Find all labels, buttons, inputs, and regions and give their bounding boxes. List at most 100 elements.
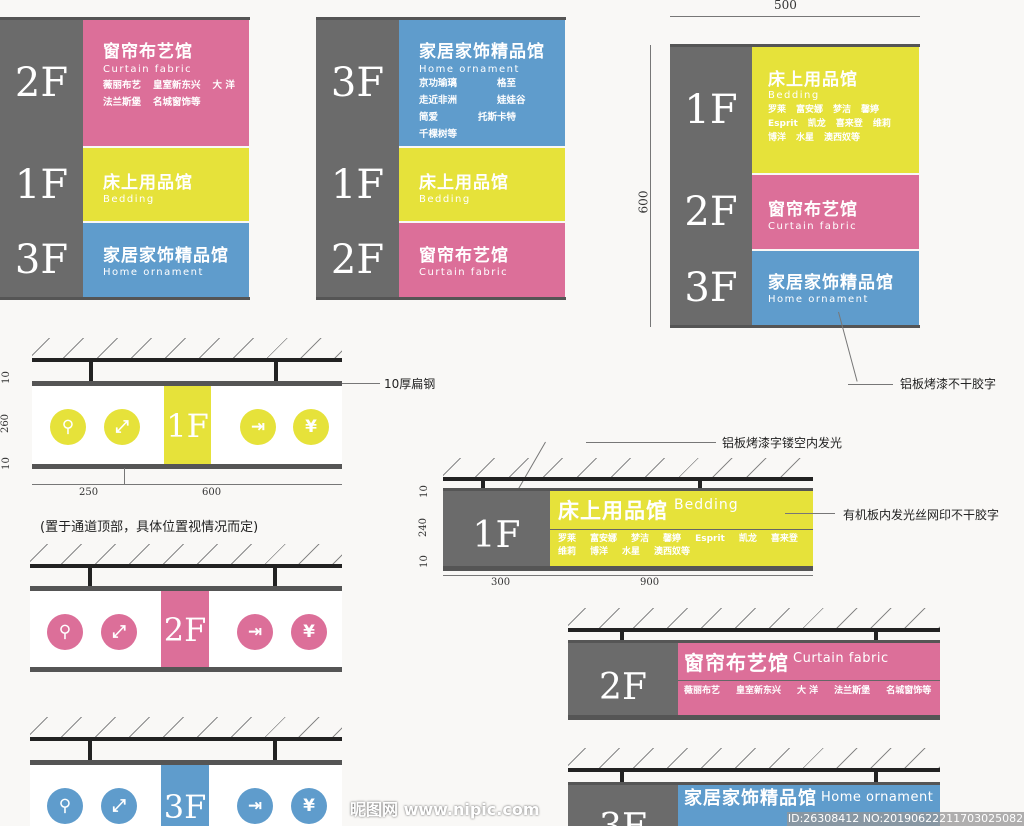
ceiling-hatch <box>30 717 342 737</box>
panel-subtitle: Bedding <box>419 194 471 205</box>
hanger-rod <box>481 479 485 489</box>
dim-line <box>650 45 651 327</box>
panel-title: 床上用品馆 <box>419 173 509 193</box>
emergency-exit-icon: ⇥ <box>237 788 273 824</box>
dim-line <box>670 16 920 17</box>
bottom-border <box>0 297 250 300</box>
panel-subtitle: Home ornament <box>821 790 934 805</box>
panel-title: 窗帘布艺馆 <box>103 42 193 62</box>
dim-label: 900 <box>640 577 660 588</box>
leader-line <box>848 384 893 385</box>
panel-subtitle: Curtain fabric <box>103 64 193 75</box>
brand-name: 水星 <box>796 133 815 143</box>
curtain-panel: 窗帘布艺馆 Curtain fabric <box>752 175 919 249</box>
panel-subtitle: Home ornament <box>768 294 869 305</box>
brand-name: 富安娜 <box>796 105 824 115</box>
floor-label: 1F <box>684 87 738 133</box>
home-panel: 家居家饰精品馆 Home ornament <box>752 251 919 325</box>
brand-name: 法兰斯堡 <box>834 686 871 696</box>
dim-line <box>32 484 342 485</box>
floor-label: 1F <box>443 491 550 567</box>
brand-name: 皇室新东兴 <box>736 686 782 696</box>
brand-name: 名城窗饰等 <box>886 686 932 696</box>
flat-steel-top <box>443 488 813 493</box>
brand-name: 馨婷 <box>861 105 880 115</box>
restroom-icon: ⚲ <box>50 409 86 445</box>
divider <box>678 680 940 681</box>
brand-name: 梦洁 <box>833 105 852 115</box>
panel-subtitle: Bedding <box>103 194 155 205</box>
dim-label: 10 <box>0 457 12 470</box>
hanger-rod <box>89 360 93 382</box>
dim-width: 500 <box>774 0 797 12</box>
ceiling-hatch <box>30 544 342 564</box>
brand-name: 凯龙 <box>738 534 757 544</box>
floor-label: 3F <box>568 785 678 826</box>
brand-name: 凯龙 <box>807 119 826 129</box>
panel-subtitle: Bedding <box>768 90 820 101</box>
hanger-rod <box>620 770 624 783</box>
brand-name: 薇丽布艺 <box>103 80 142 91</box>
brand-name: 托斯卡特 <box>478 112 517 123</box>
brand-list: 薇丽布艺皇室新东兴大 洋法兰斯堡名城窗饰等 <box>684 684 934 698</box>
ceiling-bar <box>568 628 940 632</box>
emergency-exit-icon: ⇥ <box>240 409 276 445</box>
brand-name: 法兰斯堡 <box>103 97 142 108</box>
flat-steel-top <box>30 586 342 591</box>
ceiling-hatch <box>443 458 813 478</box>
hanger-rod <box>274 360 278 382</box>
floor-label: 1F <box>164 386 211 465</box>
hanger-rod <box>273 739 277 761</box>
curtain-panel: 窗帘布艺馆 Curtain fabric <box>399 223 565 297</box>
hanger-rod <box>273 566 277 587</box>
bottom-border <box>316 297 566 300</box>
floor-column <box>0 20 83 300</box>
floor-label: 3F <box>684 265 738 311</box>
ceiling-bar <box>30 564 342 568</box>
brand-name: 喜来登 <box>835 119 863 129</box>
home-panel: 家居家饰精品馆 Home ornament <box>83 223 249 297</box>
escalator-icon: ⤢ <box>104 409 140 445</box>
brand-name: 维莉 <box>558 547 577 557</box>
brand-name: 水星 <box>622 547 641 557</box>
hanger-rod <box>874 630 878 641</box>
floor-label: 2F <box>684 189 738 235</box>
brand-name: 薇丽布艺 <box>684 686 721 696</box>
brand-name: 馨婷 <box>663 534 682 544</box>
panel-subtitle: Bedding <box>674 497 739 513</box>
curtain-panel: 窗帘布艺馆 Curtain fabric 薇丽布艺皇室新东兴大 洋法兰斯堡名城窗… <box>678 643 940 717</box>
hanger-rod <box>698 479 702 489</box>
flat-steel-bottom <box>32 464 342 469</box>
dim-line <box>124 468 125 485</box>
dim-label: 10 <box>0 371 12 384</box>
panel-title: 家居家饰精品馆 <box>684 788 817 809</box>
panel-subtitle: Home ornament <box>103 267 204 278</box>
annotation-aluminum: 铝板烤漆不干胶字 <box>900 377 997 391</box>
ceiling-hatch <box>32 338 342 358</box>
hanger-rod <box>874 770 878 783</box>
curtain-panel: 窗帘布艺馆 Curtain fabric 薇丽布艺皇室新东兴大 洋法兰斯堡名城窗… <box>83 20 249 146</box>
bedding-panel: 床上用品馆 Bedding <box>83 148 249 221</box>
brand-list: 薇丽布艺皇室新东兴大 洋法兰斯堡名城窗饰等 <box>103 77 239 111</box>
floor-label: 3F <box>14 237 69 283</box>
brand-name: 京功瑜璃 <box>419 78 458 89</box>
panel-subtitle: Curtain fabric <box>419 267 509 278</box>
panel-title: 窗帘布艺馆 <box>684 651 789 675</box>
floor-column <box>670 47 752 327</box>
watermark-id: ID:26308412 NO:20190622211703025082 <box>787 812 1024 826</box>
dim-line <box>443 575 813 576</box>
flat-steel-bottom <box>443 566 813 571</box>
floor-label: 3F <box>330 60 385 106</box>
brand-name: 博洋 <box>768 133 787 143</box>
brand-name: 大 洋 <box>212 80 235 91</box>
dim-label: 240 <box>418 517 430 538</box>
restroom-icon: ⚲ <box>47 788 83 824</box>
escalator-icon: ⤢ <box>101 788 137 824</box>
panel-subtitle: Curtain fabric <box>768 221 858 232</box>
divider <box>550 529 813 530</box>
dim-height: 600 <box>636 190 651 214</box>
ceiling-bar <box>30 737 342 741</box>
cashier-icon: ¥ <box>291 614 327 650</box>
